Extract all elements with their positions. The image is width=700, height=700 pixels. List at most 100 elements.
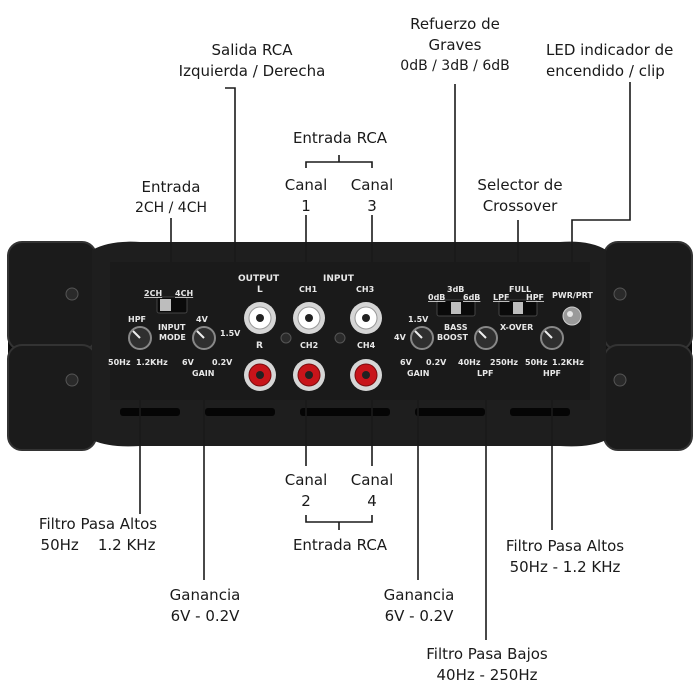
gain-knob-right[interactable]: [410, 326, 434, 350]
callout-salida-rca-line1: Salida RCA: [211, 41, 293, 59]
label-50hz-right: 50Hz: [525, 358, 548, 367]
label-input-mode-1: INPUT: [158, 323, 186, 332]
label-output: OUTPUT: [238, 274, 280, 284]
panel-labels: OUTPUT L R INPUT CH1 CH2 CH3 CH4 2CH 4CH…: [108, 274, 593, 378]
callout-selector: Selector de Crossover: [460, 175, 580, 217]
label-lpf-switch: LPF: [493, 293, 509, 302]
gain-knob-left[interactable]: [192, 326, 216, 350]
callout-canal-3: Canal 3: [342, 175, 402, 217]
callout-filtro-left-line1: Filtro Pasa Altos: [38, 515, 158, 533]
label-lpf: LPF: [477, 369, 493, 378]
rca-input-ch1[interactable]: [293, 302, 325, 334]
callout-entrada-rca-bottom-title-text: Entrada RCA: [292, 536, 388, 554]
label-50hz-left: 50Hz: [108, 358, 131, 367]
label-l: L: [257, 285, 263, 295]
callout-entrada-rca-top-title-text: Entrada RCA: [292, 129, 388, 147]
label-12khz-right: 1.2KHz: [552, 358, 584, 367]
label-pwr-prt: PWR/PRT: [552, 291, 593, 300]
bass-boost-switch[interactable]: [436, 299, 476, 317]
hpf-knob-left[interactable]: [128, 326, 152, 350]
label-15v-right: 1.5V: [408, 315, 429, 324]
rca-output-r[interactable]: [244, 359, 276, 391]
label-12khz-left: 1.2KHz: [136, 358, 168, 367]
label-ch3: CH3: [356, 285, 374, 294]
label-input: INPUT: [323, 274, 355, 284]
label-ch1: CH1: [299, 285, 318, 294]
rca-input-ch4[interactable]: [350, 359, 382, 391]
callout-canal-2-word: Canal: [284, 471, 328, 489]
callout-canal-3-word: Canal: [350, 176, 394, 194]
label-hpf-right: HPF: [543, 369, 561, 378]
label-input-mode-2: MODE: [159, 333, 186, 342]
rca-input-ch3[interactable]: [350, 302, 382, 334]
callout-selector-line1: Selector de: [477, 176, 563, 194]
callout-led-line1: LED indicador de: [546, 41, 674, 59]
callout-filtro-bajos: Filtro Pasa Bajos 40Hz - 250Hz: [412, 644, 562, 686]
callout-canal-1-word: Canal: [284, 176, 328, 194]
callout-filtro-bajos-line1: Filtro Pasa Bajos: [426, 645, 548, 663]
label-gain-right: GAIN: [407, 369, 429, 378]
label-15v-left: 1.5V: [220, 329, 241, 338]
callout-refuerzo-line1: Refuerzo de: [410, 15, 500, 33]
lpf-knob[interactable]: [474, 326, 498, 350]
label-250hz: 250Hz: [490, 358, 518, 367]
callout-refuerzo-line2: Graves: [428, 36, 482, 54]
callout-filtro-bajos-line2: 40Hz - 250Hz: [436, 666, 538, 684]
callout-ganancia-left-line2: 6V - 0.2V: [170, 607, 240, 625]
label-hpf-left: HPF: [128, 315, 146, 324]
callout-canal-4: Canal 4: [342, 470, 402, 512]
callout-canal-1: Canal 1: [276, 175, 336, 217]
callout-ganancia-left-line1: Ganancia: [169, 586, 241, 604]
callout-canal-3-num: 3: [367, 197, 377, 215]
callout-refuerzo-line3: 0dB / 3dB / 6dB: [400, 58, 510, 74]
hpf-knob-right[interactable]: [540, 326, 564, 350]
input-mode-switch[interactable]: [156, 296, 188, 314]
label-2ch: 2CH: [144, 289, 162, 298]
crossover-switch[interactable]: [498, 299, 538, 317]
callout-canal-4-word: Canal: [350, 471, 394, 489]
label-4ch: 4CH: [175, 289, 193, 298]
label-bass: BASS: [444, 323, 468, 332]
callout-entrada-line2: 2CH / 4CH: [134, 200, 208, 216]
amplifier-body: [7, 241, 693, 451]
label-full: FULL: [509, 285, 531, 294]
label-hpf-switch: HPF: [526, 293, 544, 302]
label-40hz: 40Hz: [458, 358, 481, 367]
callout-canal-2-num: 2: [301, 492, 311, 510]
callout-filtro-left: Filtro Pasa Altos 50Hz 1.2 KHz: [26, 514, 170, 556]
callout-entrada: Entrada 2CH / 4CH: [121, 177, 221, 219]
label-02v-left: 0.2V: [212, 358, 233, 367]
label-4v-right: 4V: [394, 333, 407, 342]
label-r: R: [256, 341, 263, 351]
callout-canal-2: Canal 2: [276, 470, 336, 512]
callout-ganancia-right-line2: 6V - 0.2V: [384, 607, 454, 625]
callout-led-line2: encendido / clip: [546, 62, 665, 80]
callout-filtro-left-line2: 50Hz 1.2 KHz: [40, 536, 156, 554]
power-led: [562, 306, 582, 326]
callout-filtro-right-line2: 50Hz - 1.2 KHz: [509, 558, 621, 576]
label-xover: X-OVER: [500, 323, 533, 332]
rca-output-l[interactable]: [244, 302, 276, 334]
callout-selector-line2: Crossover: [482, 197, 558, 215]
label-6v-left: 6V: [182, 358, 195, 367]
callout-lines: [139, 82, 631, 640]
rca-input-ch2[interactable]: [293, 359, 325, 391]
callout-canal-4-num: 4: [367, 492, 377, 510]
label-0db: 0dB: [428, 293, 445, 302]
callout-entrada-rca-top-title: Entrada RCA: [280, 128, 400, 149]
label-gain-left: GAIN: [192, 369, 214, 378]
callout-filtro-right: Filtro Pasa Altos 50Hz - 1.2 KHz: [490, 536, 640, 578]
label-6db: 6dB: [463, 293, 480, 302]
callout-ganancia-right: Ganancia 6V - 0.2V: [364, 585, 474, 627]
callout-filtro-right-line1: Filtro Pasa Altos: [505, 537, 625, 555]
callout-refuerzo: Refuerzo de Graves 0dB / 3dB / 6dB: [380, 14, 530, 77]
callout-ganancia-left: Ganancia 6V - 0.2V: [150, 585, 260, 627]
label-02v-right: 0.2V: [426, 358, 447, 367]
label-boost: BOOST: [437, 333, 468, 342]
callout-salida-rca: Salida RCA Izquierda / Derecha: [164, 40, 340, 82]
label-6v-right: 6V: [400, 358, 413, 367]
callout-entrada-line1: Entrada: [141, 178, 201, 196]
callout-entrada-rca-bottom-title: Entrada RCA: [280, 535, 400, 556]
callout-canal-1-num: 1: [301, 197, 311, 215]
